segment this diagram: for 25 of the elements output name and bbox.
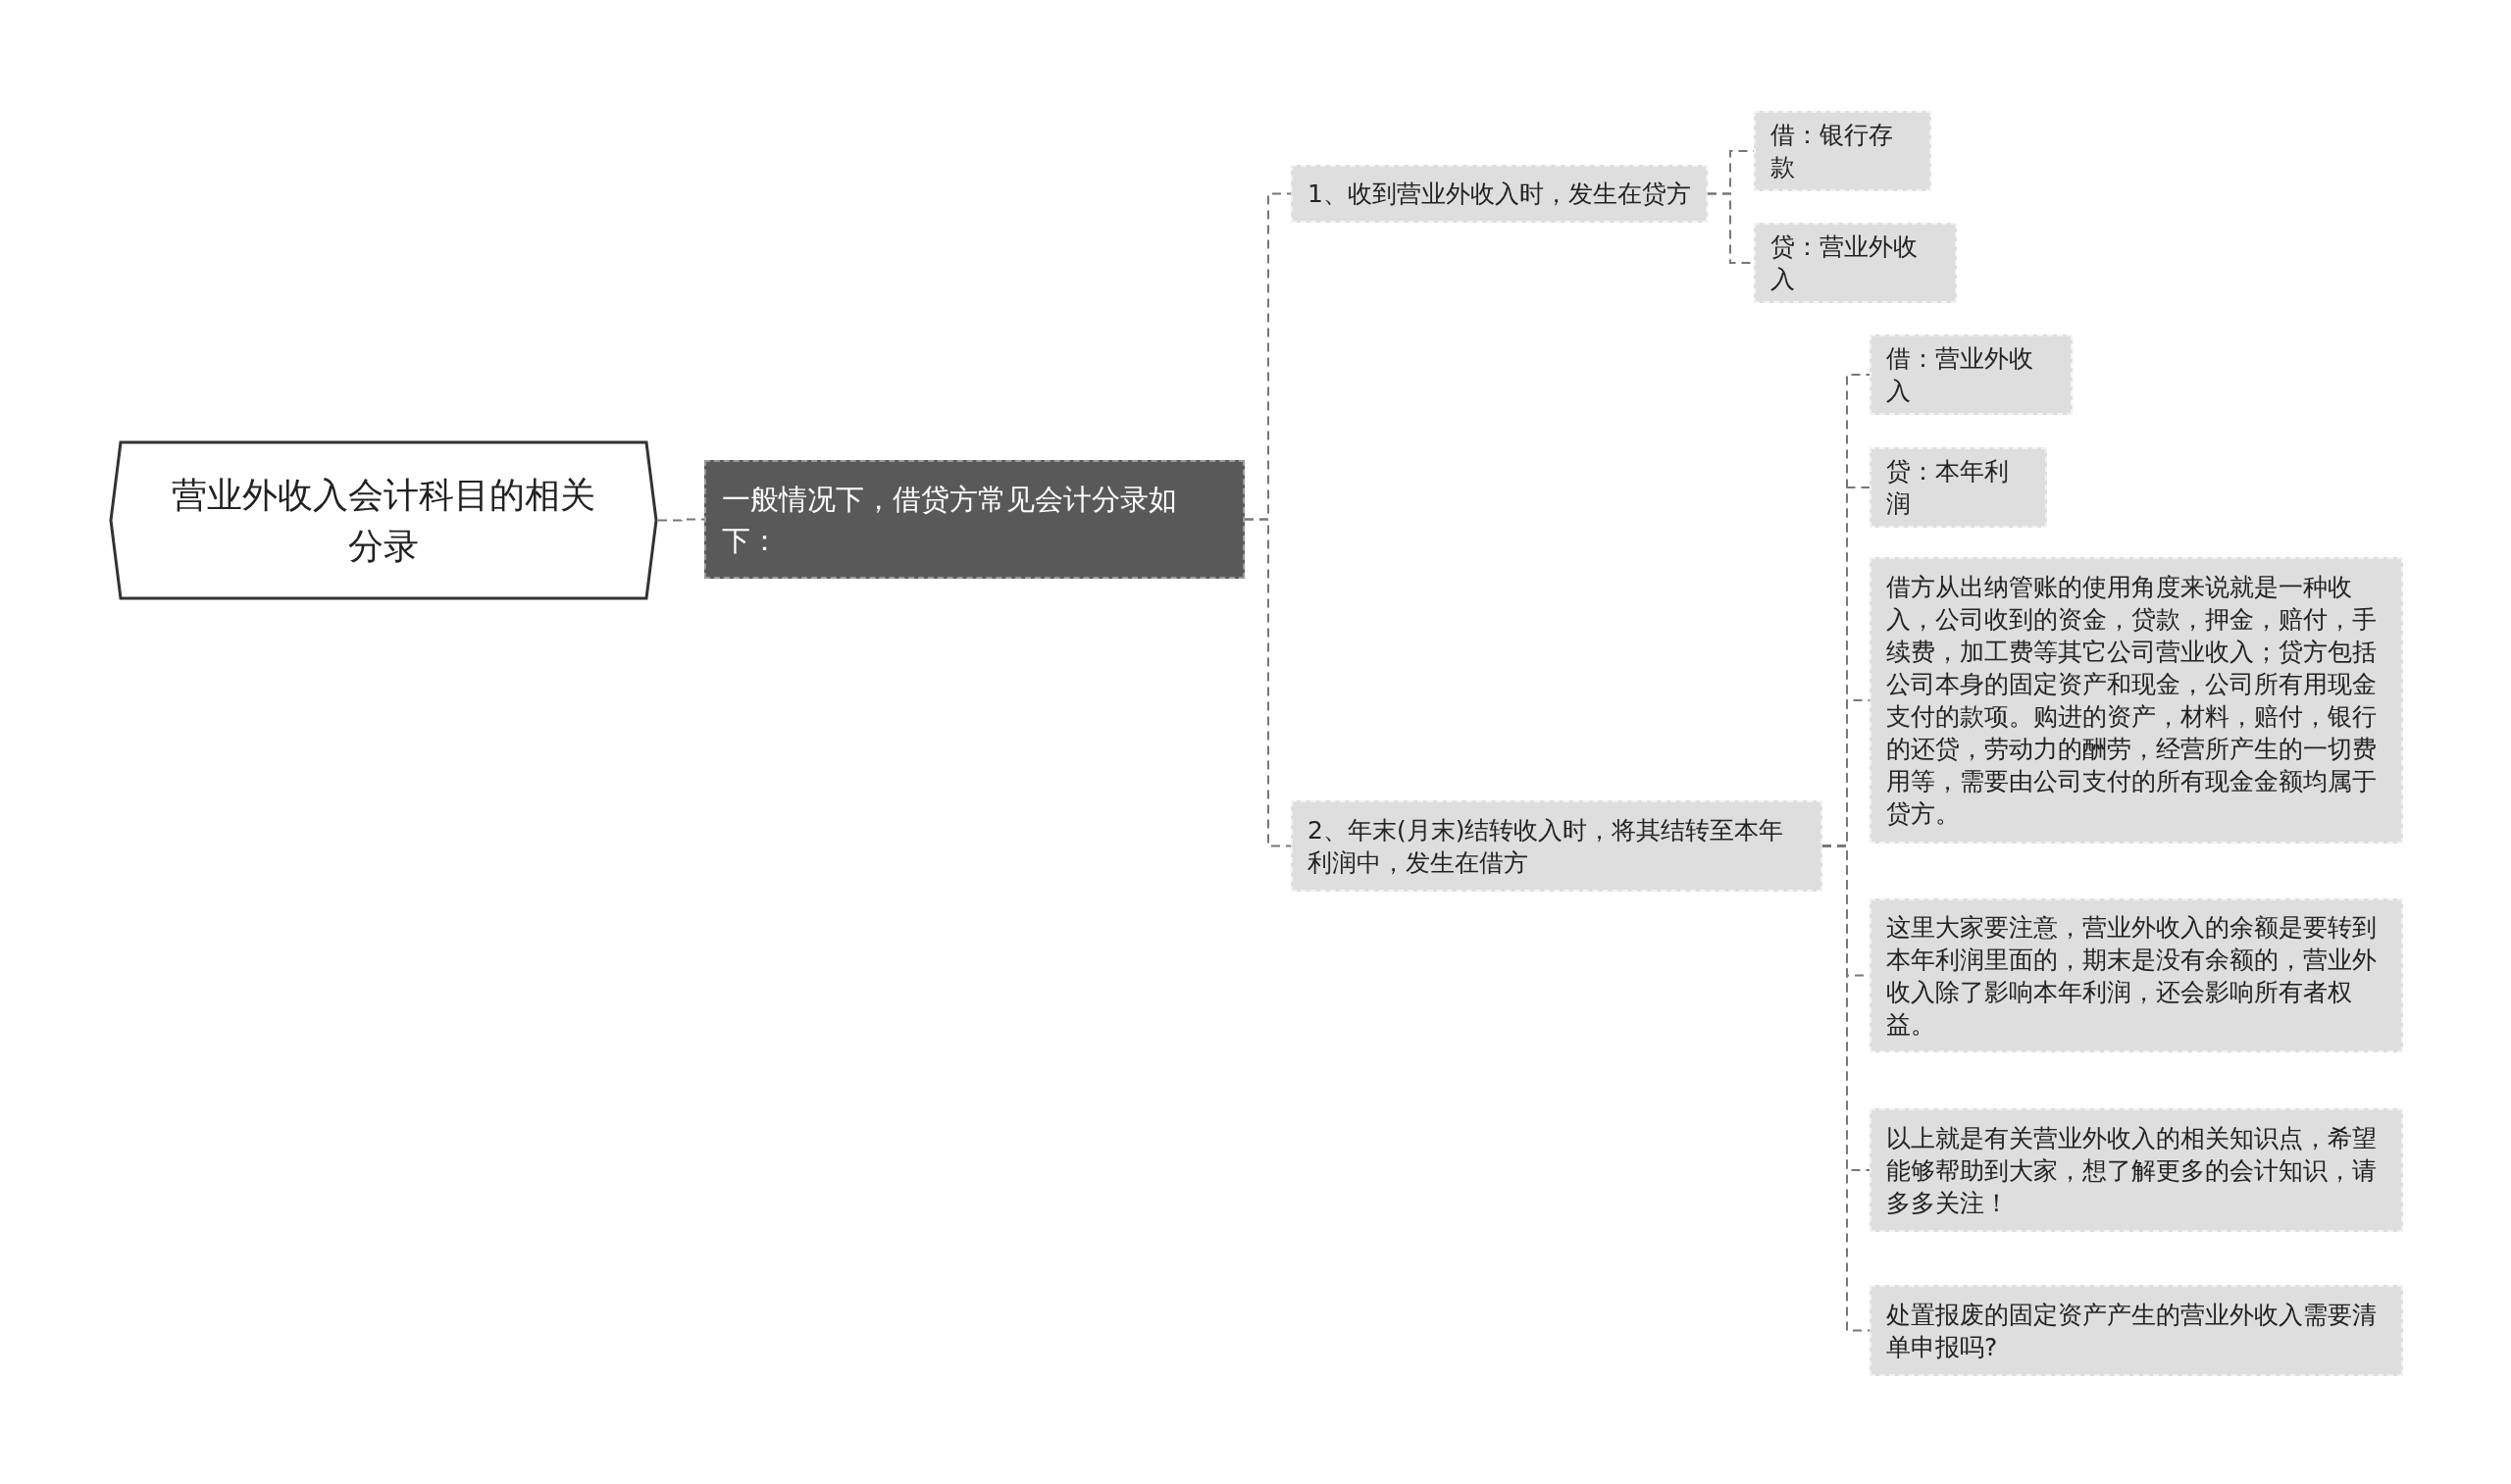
subtopic-box <box>1870 1285 2403 1376</box>
topic-text: 借：营业外收入 <box>1886 343 2034 407</box>
topic-text: 以上就是有关营业外收入的相关知识点，希望能够帮助到大家，想了解更多的会计知识，请多多关注！ <box>1886 1122 2378 1219</box>
subtopic-box <box>1870 557 2403 844</box>
topic-text: 贷：营业外收入 <box>1770 231 1919 295</box>
subtopic-box <box>1870 1108 2403 1232</box>
topic-text: 贷：本年利润 <box>1886 456 2010 520</box>
subtopic-box <box>1754 111 1931 191</box>
topic-text: 借方从出纳管账的使用角度来说就是一种收入，公司收到的资金，贷款，押金，赔付，手续费，加工费等其它公司营业收入；贷方包括公司本身的固定资产和现金，公司所有用现金支付的款项。购进的资产，材料，赔付，银行的还贷，劳动力的酬劳，经营所产生的一切费用等，需要由公司支付的所有现金金额均属于贷方。 <box>1886 572 2378 830</box>
subtopic-box <box>1291 165 1708 223</box>
subtopic-box <box>1870 898 2403 1052</box>
topic-text: 处置报废的固定资产产生的营业外收入需要清单申报吗? <box>1886 1299 2378 1363</box>
main-topic-box <box>704 460 1245 579</box>
subtopic-box <box>1870 447 2047 528</box>
topic-text: 1、收到营业外收入时，发生在贷方 <box>1307 179 1691 210</box>
connector-line <box>1244 518 1292 847</box>
topic-text: 2、年末(月末)结转收入时，将其结转至本年利润中，发生在借方 <box>1307 814 1785 879</box>
subtopic-box <box>1870 334 2073 415</box>
topic-text: 营业外收入会计科目的相关分录 <box>171 473 596 568</box>
subtopic-box <box>1291 800 1822 892</box>
topic-text: 这里大家要注意，营业外收入的余额是要转到本年利润里面的，期末是没有余额的，营业外收入除了影响本年利润，还会影响所有者权益。 <box>1886 911 2378 1041</box>
connector-line <box>657 518 705 522</box>
topic-text: 一般情况下，借贷方常见会计分录如下： <box>722 481 1178 559</box>
topic-text: 借：银行存款 <box>1770 120 1894 183</box>
subtopic-box <box>1754 223 1957 303</box>
